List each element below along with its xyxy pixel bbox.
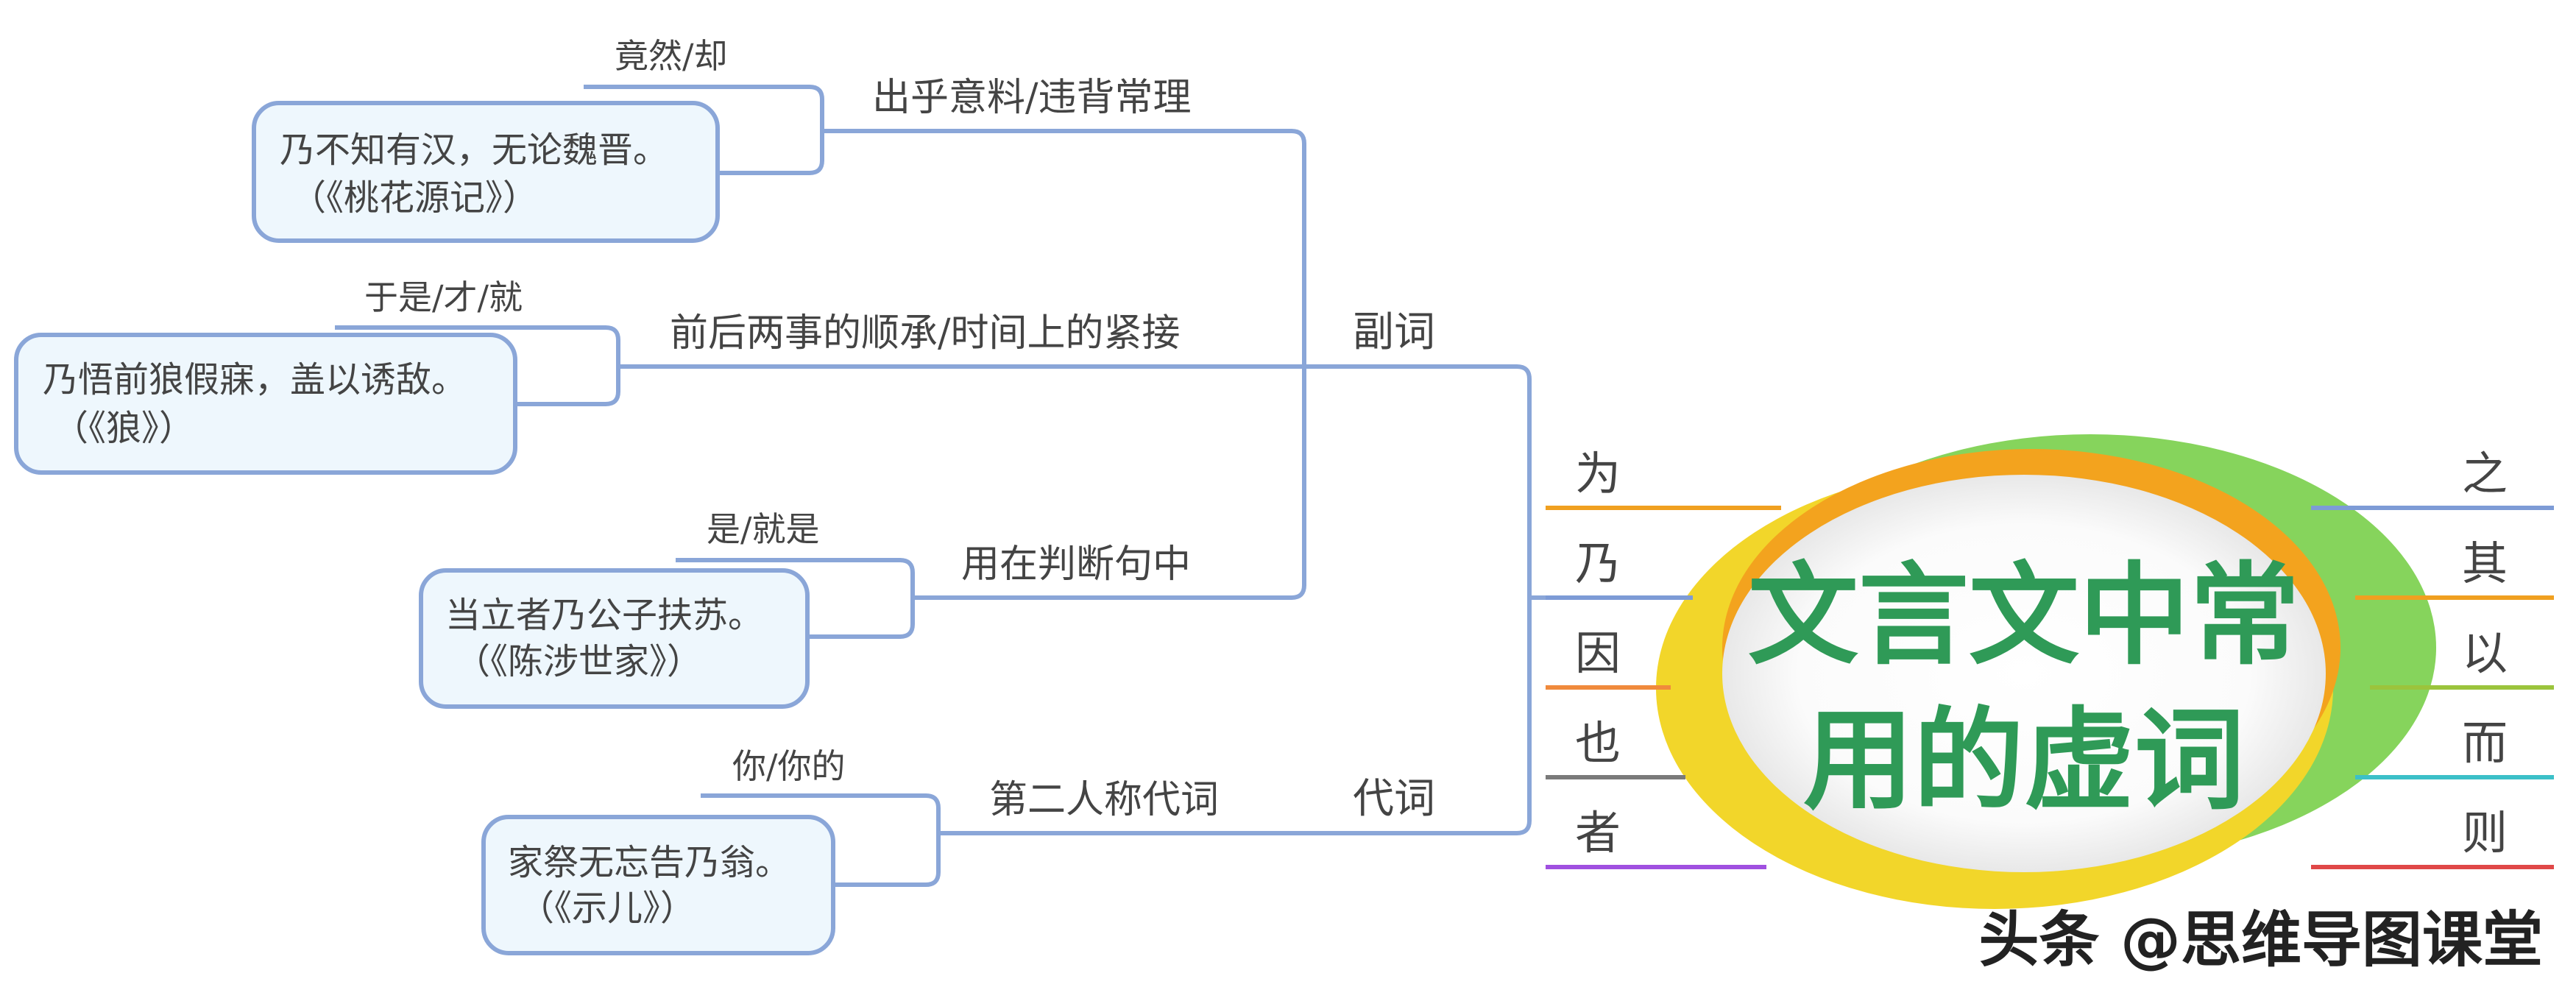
left-word-nai[interactable]: 乃 xyxy=(1575,537,1621,590)
central-topic[interactable]: 文言文中常 用的虚词 xyxy=(1656,434,2436,909)
example-box-frame xyxy=(252,101,720,243)
central-topic-bg xyxy=(1722,475,2326,872)
connector-usage2-split xyxy=(335,325,620,367)
watermark: 头条 @思维导图课堂 xyxy=(1978,905,2543,975)
left-word-zhe[interactable]: 者 xyxy=(1575,806,1621,860)
meaning-label[interactable]: 竟然/却 xyxy=(615,36,728,76)
nai-connectors xyxy=(335,85,1546,887)
connector-to-fuci xyxy=(1304,364,1546,600)
connector-to-daici xyxy=(1304,598,1532,835)
example-box[interactable]: 乃不知有汉，无论魏晋。 （《桃花源记》） xyxy=(252,101,720,243)
example-box[interactable]: 乃悟前狼假寐，盖以诱敌。 （《狼》） xyxy=(14,333,517,475)
example-box[interactable]: 当立者乃公子扶苏。 （《陈涉世家》） xyxy=(419,568,810,709)
left-word-wei[interactable]: 为 xyxy=(1575,447,1621,501)
example-text: 当立者乃公子扶苏。 xyxy=(445,595,763,636)
usage-label[interactable]: 用在判断句中 xyxy=(961,542,1191,587)
connector-usage1-example xyxy=(718,131,824,175)
connector-usage3-example xyxy=(807,598,915,639)
right-word-qi[interactable]: 其 xyxy=(2462,537,2508,590)
connector-usage2-example xyxy=(515,367,620,406)
example-source: （《陈涉世家》） xyxy=(455,641,702,682)
branch-label-daici[interactable]: 代词 xyxy=(1353,775,1435,823)
right-word-zhi[interactable]: 之 xyxy=(2462,447,2508,501)
connector-usage1-split xyxy=(584,85,824,131)
example-source: （《桃花源记》） xyxy=(291,177,538,219)
example-source: （《示儿》） xyxy=(519,888,696,929)
right-word-ze[interactable]: 则 xyxy=(2462,806,2508,860)
connector-usage4-split xyxy=(701,793,941,833)
example-box[interactable]: 家祭无忘告乃翁。 （《示儿》） xyxy=(481,815,835,955)
right-word-er[interactable]: 而 xyxy=(2462,716,2508,770)
example-source: （《狼》） xyxy=(53,408,194,449)
meaning-label[interactable]: 于是/才/就 xyxy=(364,277,523,317)
meaning-label[interactable]: 你/你的 xyxy=(732,746,846,786)
usage-label[interactable]: 第二人称代词 xyxy=(989,778,1219,822)
left-word-yin[interactable]: 因 xyxy=(1575,626,1621,680)
example-text: 乃不知有汉，无论魏晋。 xyxy=(280,130,668,171)
branch-label-fuci[interactable]: 副词 xyxy=(1353,308,1435,356)
example-box-frame xyxy=(419,568,810,709)
title-line-1: 文言文中常 xyxy=(1748,551,2300,680)
meaning-label[interactable]: 是/就是 xyxy=(707,509,820,549)
example-box-frame xyxy=(14,333,517,475)
example-text: 家祭无忘告乃翁。 xyxy=(508,842,790,883)
title-line-2: 用的虚词 xyxy=(1803,696,2245,825)
right-word-list: 之 其 以 而 则 xyxy=(2311,447,2554,869)
connector-usage4-example xyxy=(833,833,941,887)
left-word-list: 为 乃 因 也 者 xyxy=(1546,447,1781,869)
example-box-frame xyxy=(481,815,835,955)
usage-label[interactable]: 出乎意料/违背常理 xyxy=(872,76,1192,120)
usage-label[interactable]: 前后两事的顺承/时间上的紧接 xyxy=(670,311,1181,356)
right-word-yi[interactable]: 以 xyxy=(2462,626,2508,680)
example-text: 乃悟前狼假寐，盖以诱敌。 xyxy=(43,359,467,400)
connector-fuci-trunk xyxy=(822,129,1306,367)
connector-usage3-split xyxy=(676,558,915,598)
connector-fuci-usage3 xyxy=(913,367,1306,600)
left-word-ye[interactable]: 也 xyxy=(1575,716,1621,770)
